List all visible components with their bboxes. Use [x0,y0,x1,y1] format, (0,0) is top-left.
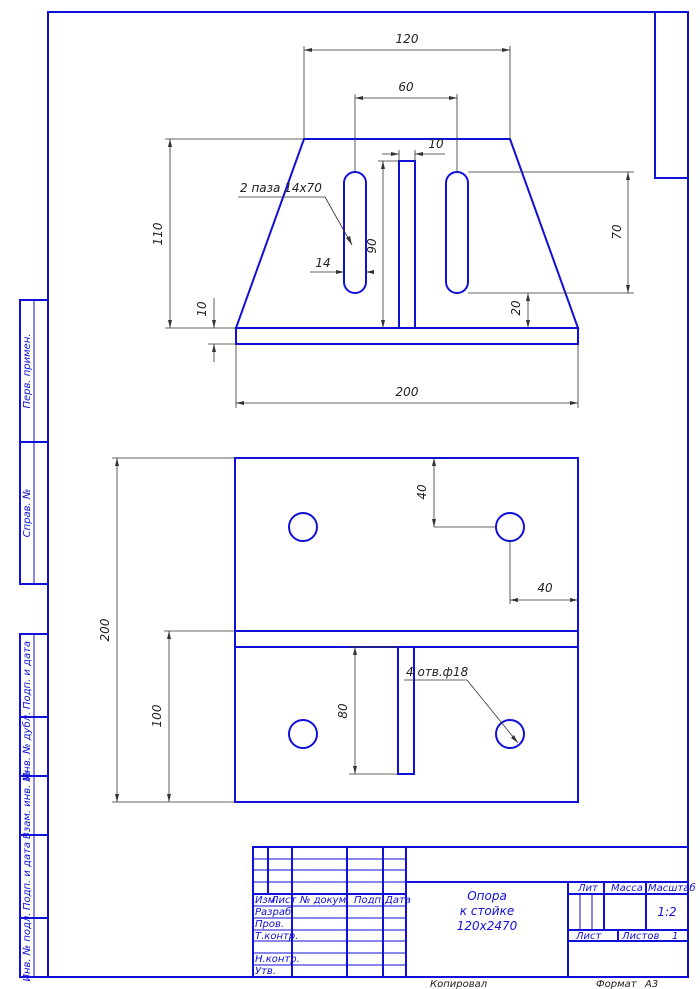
tb-massa: Масса [611,883,643,894]
tb-title-line2: к стойке [460,904,514,918]
dim-rib-thickness: 10 [428,137,444,151]
dim-slot-length: 70 [610,224,624,240]
tb-title-line3: 120х2470 [457,919,518,933]
tb-format-value: А3 [644,979,658,989]
hole-top-right [495,512,525,542]
dim-plate-thickness: 10 [195,301,209,317]
dim-hole-offset-x: 40 [537,581,553,595]
sidebar-perv-primen: Перв. примен. [22,333,33,408]
dim-rib-length: 80 [336,703,350,719]
plan-view [234,457,579,803]
dim-top-width: 120 [396,32,419,46]
tb-listov: Листов [621,931,659,942]
base-plate-front [235,327,579,345]
plan-view-dimensions: 40 40 200 100 80 4 отв.ф18 [98,457,578,803]
tb-col-izm: Изм. [255,895,279,906]
slot-left [343,171,367,294]
tb-col-docum: № докум. [299,895,349,906]
title-block: Изм. Лист № докум. Подп. Дата Разраб. Пр… [252,846,696,989]
drawing-frame [47,11,689,978]
rib-plan-horizontal [234,630,579,648]
dim-hole-offset-y: 40 [415,484,429,500]
sidebar-inv-podl: Инв. № подл. [22,913,33,982]
holes-note: 4 отв.ф18 [406,665,469,679]
left-sidebar: Перв. примен. Справ. № Подп. и дата Инв.… [19,299,49,982]
dim-plan-height: 200 [98,618,112,641]
hole-bottom-left [288,719,318,749]
dim-bottom-width: 200 [396,385,419,399]
tb-prov: Пров. [255,919,284,930]
tb-format: Формат [596,979,638,989]
tb-tkontr: Т.контр. [255,931,298,942]
tb-utv: Утв. [255,966,276,977]
tb-col-podp: Подп. [354,895,384,906]
tb-scale-value: 1:2 [657,905,676,919]
sidebar-sprav-no: Справ. № [22,489,33,538]
slot-right [445,171,469,294]
front-view-dimensions: 120 60 10 110 10 200 [151,32,634,408]
dim-slot-offset: 20 [509,300,523,316]
sidebar-podp-data-2: Подп. и дата [22,842,33,910]
dim-slots-spacing: 60 [398,80,414,94]
dim-slot-width: 14 [315,256,330,270]
sidebar-inv-dubl: Инв. № дубл. [21,712,33,780]
hole-top-left [288,512,318,542]
tb-listov-value: 1 [672,931,678,942]
rib-plan-vertical [397,646,415,775]
tb-title-line1: Опора [467,889,507,903]
top-right-stamp-box [654,11,689,179]
tb-col-data: Дата [384,895,411,906]
tb-list: Лист [575,931,603,942]
tb-kopiroval: Копировал [430,979,488,989]
sidebar-vzam-inv: Взам. инв. № [22,771,33,839]
tb-masshtab: Масштаб [648,882,696,894]
hole-bottom-right [495,719,525,749]
slots-note: 2 паза 14х70 [240,181,322,195]
tb-col-list: Лист [270,895,298,906]
dim-rib-height: 90 [365,238,379,254]
tb-razrab: Разраб. [255,906,294,918]
tb-lit: Лит [577,883,599,894]
tb-nkontr: Н.контр. [255,954,300,965]
dim-plan-half: 100 [150,704,164,727]
sidebar-podp-data-1: Подп. и дата [22,641,33,709]
rib-front [398,160,416,329]
dim-total-height: 110 [151,222,165,245]
front-view [234,138,580,345]
